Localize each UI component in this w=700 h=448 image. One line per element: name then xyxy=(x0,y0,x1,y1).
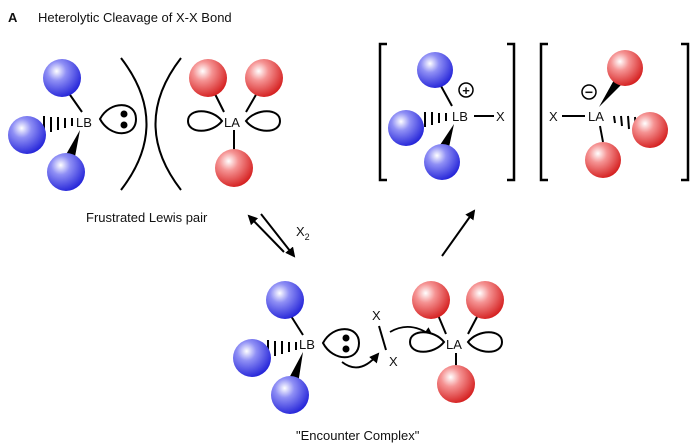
base-sphere xyxy=(47,153,85,191)
frustration-arc-left xyxy=(120,57,148,191)
panel-letter: A xyxy=(8,10,18,25)
lewis-acid-label: LA xyxy=(446,337,462,352)
halogen-label: X xyxy=(389,354,398,369)
lewis-base-label: LB xyxy=(452,109,468,124)
acid-sphere xyxy=(215,149,253,187)
bond-la-topright xyxy=(245,92,258,113)
electron-dot xyxy=(120,121,128,129)
base-sphere xyxy=(271,376,309,414)
negative-charge-circle xyxy=(581,84,597,100)
acid-sphere xyxy=(437,365,475,403)
lewis-acid-label: LA xyxy=(224,115,240,130)
acid-sphere xyxy=(585,142,621,178)
wedge-bond-la-top xyxy=(599,80,622,107)
reagent-symbol: X xyxy=(296,224,305,239)
lewis-base-label: LB xyxy=(76,115,92,130)
base-sphere xyxy=(388,110,424,146)
hash-bond-lb-left xyxy=(424,112,447,127)
lone-pair-orbital xyxy=(98,104,138,135)
fl-lewis-base: LB xyxy=(8,59,138,191)
lone-pair-orbital xyxy=(321,328,361,359)
hash-bond-lb-left xyxy=(43,116,73,134)
lewis-base-label: LB xyxy=(299,337,315,352)
encounter-complex-label: "Encounter Complex" xyxy=(296,428,420,443)
empty-orbital-right xyxy=(466,331,504,353)
halogen-molecule: X X xyxy=(372,308,398,369)
positive-charge-circle xyxy=(458,82,474,98)
bond-lb-top xyxy=(290,315,304,336)
bond-la-topright xyxy=(467,314,479,335)
frustrated-pair-label: Frustrated Lewis pair xyxy=(86,210,208,225)
bracket-right xyxy=(681,42,690,182)
curved-arrow-lone-pair xyxy=(341,352,380,369)
acid-sphere xyxy=(632,112,668,148)
acid-sphere xyxy=(607,50,643,86)
base-sphere xyxy=(417,52,453,88)
electron-dot xyxy=(342,334,350,342)
hash-bond-lb-left xyxy=(267,340,297,358)
electron-dot xyxy=(342,345,350,353)
bracket-left xyxy=(378,42,387,182)
electron-dot xyxy=(120,110,128,118)
lewis-acid-label: LA xyxy=(588,109,604,124)
acid-sphere xyxy=(189,59,227,97)
product-anion: X LA − xyxy=(539,42,690,182)
wedge-bond-lb-bottom xyxy=(288,352,303,384)
halogen-label: X xyxy=(496,109,505,124)
bond-la-topleft xyxy=(437,314,447,335)
bracket-right xyxy=(507,42,516,182)
figure-title: Heterolytic Cleavage of X-X Bond xyxy=(38,10,232,25)
product-cation: LB X + xyxy=(378,42,516,182)
halogen-label: X xyxy=(549,109,558,124)
encounter-lewis-base: LB xyxy=(233,281,361,414)
bond-la-bottom xyxy=(599,125,604,143)
halogen-label: X xyxy=(372,308,381,323)
bond-x-x xyxy=(378,325,387,351)
fl-lewis-acid: LA xyxy=(186,59,283,187)
empty-orbital-right xyxy=(244,110,282,132)
reagent-subscript: 2 xyxy=(305,232,310,242)
reagent-label: X2 xyxy=(296,224,310,242)
bracket-left xyxy=(539,42,548,182)
forward-arrow xyxy=(441,209,476,257)
base-sphere xyxy=(233,339,271,377)
base-sphere xyxy=(8,116,46,154)
encounter-lewis-acid: LA xyxy=(408,281,504,403)
frustration-arc-right xyxy=(154,57,182,191)
bond-lb-top xyxy=(440,85,453,107)
base-sphere xyxy=(43,59,81,97)
bond-lb-top xyxy=(67,91,83,113)
empty-orbital-left xyxy=(186,110,224,132)
acid-sphere xyxy=(412,281,450,319)
acid-sphere xyxy=(245,59,283,97)
base-sphere xyxy=(266,281,304,319)
acid-sphere xyxy=(466,281,504,319)
positive-charge-sign: + xyxy=(462,83,470,98)
empty-orbital-left xyxy=(408,331,446,353)
equilibrium-arrows xyxy=(247,213,296,258)
base-sphere xyxy=(424,144,460,180)
negative-charge-sign: − xyxy=(585,84,593,100)
